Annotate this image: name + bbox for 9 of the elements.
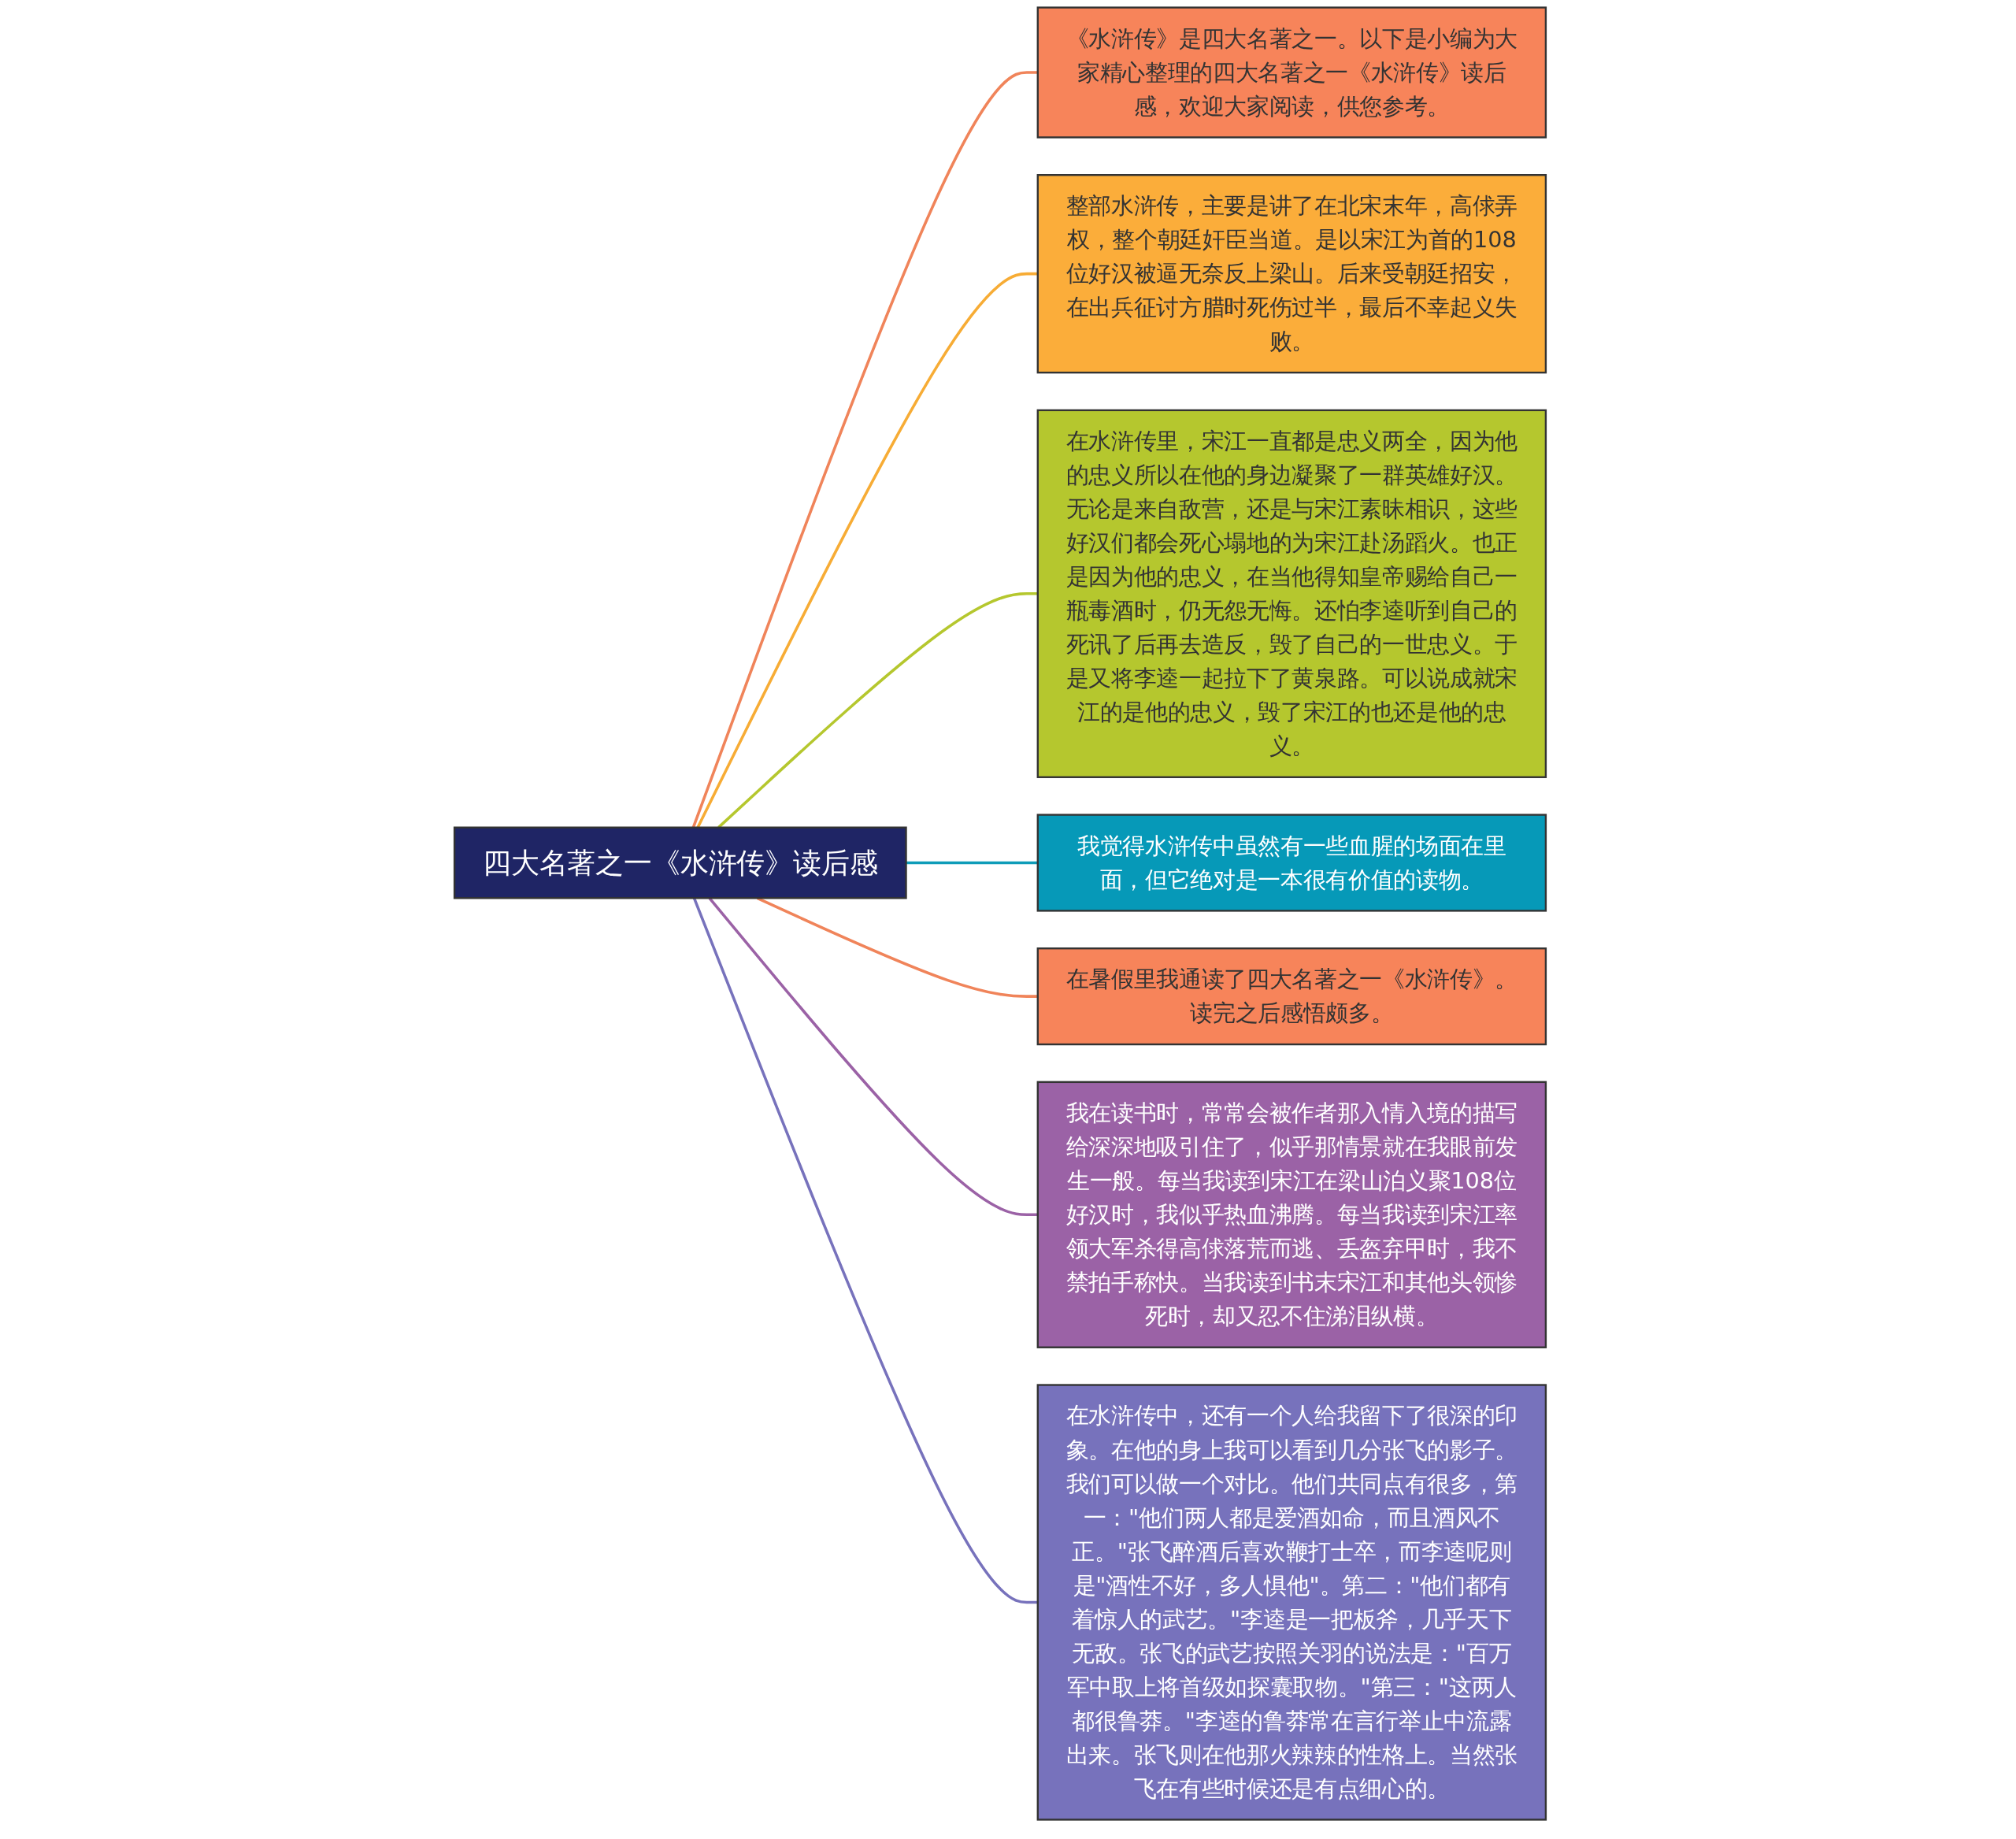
node-box: 我在读书时，常常会被作者那入情入境的描写给深深地吸引住了，似乎那情景就在我眼前发生一般。每当我读到宋江在梁山泊义聚108位好汉时，我似乎热血沸腾。每当我读到宋江率领大军杀得高俅落荒而逃、丢盔弃甲时，我不禁拍手称快。当我读到书末宋江和其他头领惨死时，却又忍不住涕泪纵横。 <box>1036 1081 1547 1348</box>
node-box: 在水浒传中，还有一个人给我留下了很深的印象。在他的身上我可以看到几分张飞的影子。我们可以做一个对比。他们共同点有很多，第一："他们两人都是爱酒如命，而且酒风不正。"张飞醉酒后喜欢鞭打士卒，而李逵呢则是"酒性不好，多人惧他"。第二："他们都有着惊人的武艺。"李逵是一把板斧，几乎天下无敌。张飞的武艺按照关羽的说法是："百万军中取上将首级如探囊取物。"第三："这两人都很鲁莽。"李逵的鲁莽常在言行举止中流露出来。张飞则在他那火辣辣的性格上。当然张飞在有些时候还是有点细心的。 <box>1036 1384 1547 1821</box>
node-box: 《水浒传》是四大名著之一。以下是小编为大家精心整理的四大名著之一《水浒传》读后感，欢迎大家阅读，供您参考。 <box>1036 6 1547 139</box>
node-box: 我觉得水浒传中虽然有一些血腥的场面在里面，但它绝对是一本很有价值的读物。 <box>1036 814 1547 912</box>
node-box: 在暑假里我通读了四大名著之一《水浒传》。读完之后感悟颇多。 <box>1036 947 1547 1046</box>
node-box: 在水浒传里，宋江一直都是忠义两全，因为他的忠义所以在他的身边凝聚了一群英雄好汉。无论是来自敌营，还是与宋江素昧相识，这些好汉们都会死心塌地的为宋江赴汤蹈火。也正是因为他的忠义，在当他得知皇帝赐给自己一瓶毒酒时，仍无怨无悔。还怕李逵听到自己的死讯了后再去造反，毁了自己的一世忠义。于是又将李逵一起拉下了黄泉路。可以说成就宋江的是他的忠义，毁了宋江的也还是他的忠义。 <box>1036 409 1547 778</box>
connector <box>906 861 1038 865</box>
node-box: 四大名著之一《水浒传》读后感 <box>453 826 907 899</box>
node-box: 整部水浒传，主要是讲了在北宋末年，高俅弄权，整个朝廷奸臣当道。是以宋江为首的108位好汉被逼无奈反上梁山。后来受朝廷招安，在出兵征讨方腊时死伤过半，最后不幸起义失败。 <box>1036 174 1547 374</box>
